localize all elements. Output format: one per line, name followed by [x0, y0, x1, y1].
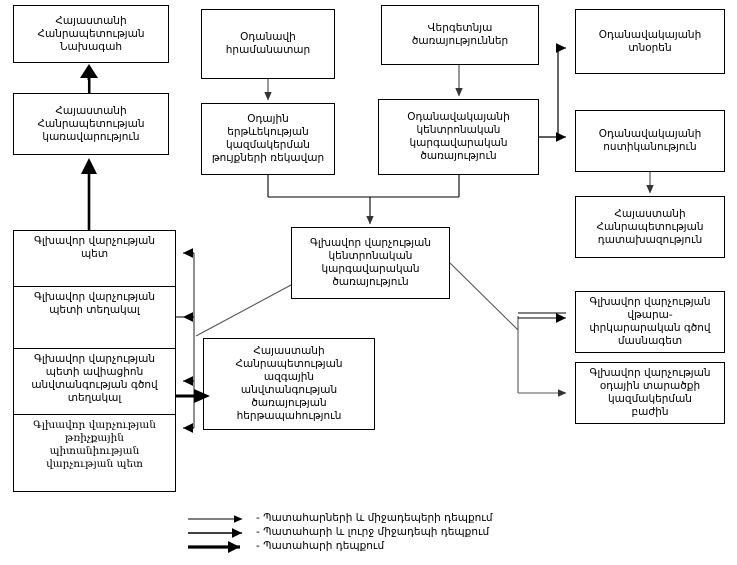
box-airport-central-control: Օդանավակայանի կենտրոնական կարգավարական ծ…	[378, 99, 539, 175]
connector-main-central-to-left-bus	[195, 284, 292, 337]
box-rescue-specialist: Գլխավոր վարչության վթարա- փրկարարական գծ…	[575, 291, 725, 353]
arrow-stack-to-government	[81, 158, 97, 230]
connector-main-central-to-right-boxes	[449, 262, 567, 397]
legend-label-0: - Պատահարների և միջադեպերի դեպքում	[256, 512, 493, 524]
box-government: Հայաստանի Հանրապետության կառավարություն	[13, 93, 169, 155]
box-main-central-service: Գլխավոր վարչության կենտրոնական կարգավարա…	[291, 227, 450, 299]
left-authority-stack: Գլխավոր վարչության պետ Գլխավոր վարչությա…	[13, 230, 176, 492]
legend-label-1: - Պատահարի և լուրջ միջադեպի դեպքում	[256, 526, 490, 538]
box-prosecutor: Հայաստանի Հանրապետության դատախազություն	[575, 196, 725, 258]
arrow-merge-to-main-central	[267, 175, 460, 225]
legend-label-2: - Պատահարի դեպքում	[256, 540, 385, 552]
box-atc-chief: Օդային երթևեկության կազմակերման թույքներ…	[201, 103, 335, 175]
arrow-government-to-president	[80, 64, 98, 93]
box-national-security-duty: Հայաստանի Հանրապետության ազգային անվտանգ…	[203, 338, 375, 430]
stack-cell-head: Գլխավոր վարչության պետ	[14, 231, 175, 287]
box-ground-services: Վերգետնյա ծառայություններ	[381, 5, 539, 65]
arrow-central-to-director-police	[539, 43, 566, 142]
box-airspace-division: Գլխավոր վարչության օդային տարածքի կազմակ…	[575, 362, 725, 424]
box-air-dispatcher: Օդանավի հրամանատար	[201, 9, 335, 79]
box-president: Հայաստանի Հանրապետության Նախագահ	[13, 5, 169, 63]
box-airport-police: Օդանավակայանի ոստիկանություն	[575, 110, 725, 172]
stack-cell-security-deputy: Գլխավոր վարչության պետի ավիացիոն անվտանգ…	[14, 349, 175, 415]
box-airport-director: Օդանավակայանի տնօրեն	[575, 9, 725, 74]
stack-cell-airworthiness-head: Գլխավոր վարչության թռիչքային պիտանիությա…	[33, 419, 156, 470]
stack-cell-deputy: Գլխավոր վարչության պետի տեղակալ	[14, 287, 175, 349]
